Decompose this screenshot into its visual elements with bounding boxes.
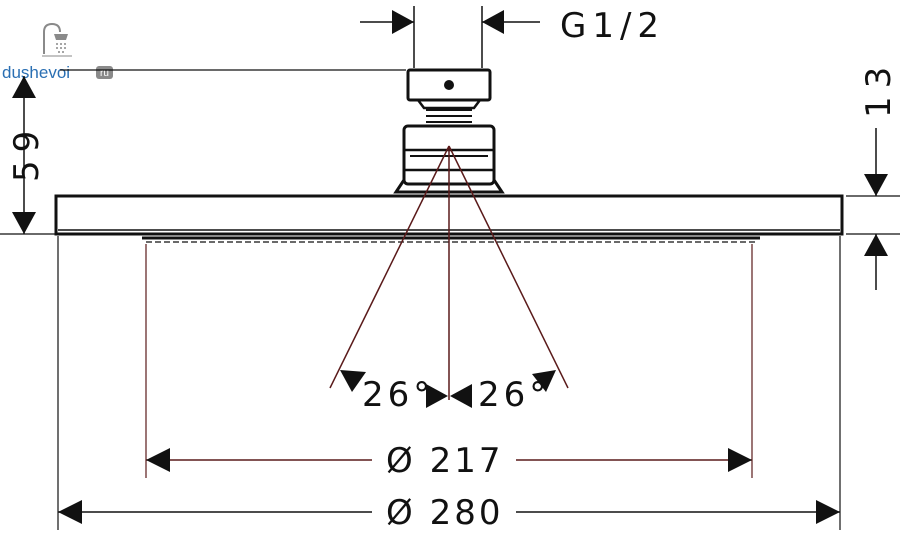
logo[interactable]: dushevoi ru <box>2 22 113 82</box>
shower-icon <box>42 22 72 57</box>
spray-diameter-dimension: Ø 217 <box>145 244 753 481</box>
angle-left-label: 26° <box>362 375 434 415</box>
spray-diameter-label: Ø 217 <box>386 441 503 481</box>
head-diameter-dimension: Ø 280 <box>57 236 841 533</box>
logo-name: dushevoi <box>2 63 70 82</box>
connector-hole <box>444 80 454 90</box>
connector-nut <box>406 68 492 102</box>
thread-dimension: G1/2 <box>360 6 665 68</box>
head-diameter-label: Ø 280 <box>386 493 503 533</box>
angle-right-label: 26° <box>478 375 550 415</box>
height-dimension: 59 <box>0 76 60 235</box>
height-label: 59 <box>7 123 47 182</box>
thickness-dimension: 13 <box>846 59 900 290</box>
spray-angle: 26° 26° <box>329 145 569 415</box>
thread-label: G1/2 <box>560 6 665 46</box>
logo-tld: ru <box>100 68 109 79</box>
thickness-label: 13 <box>859 59 899 118</box>
